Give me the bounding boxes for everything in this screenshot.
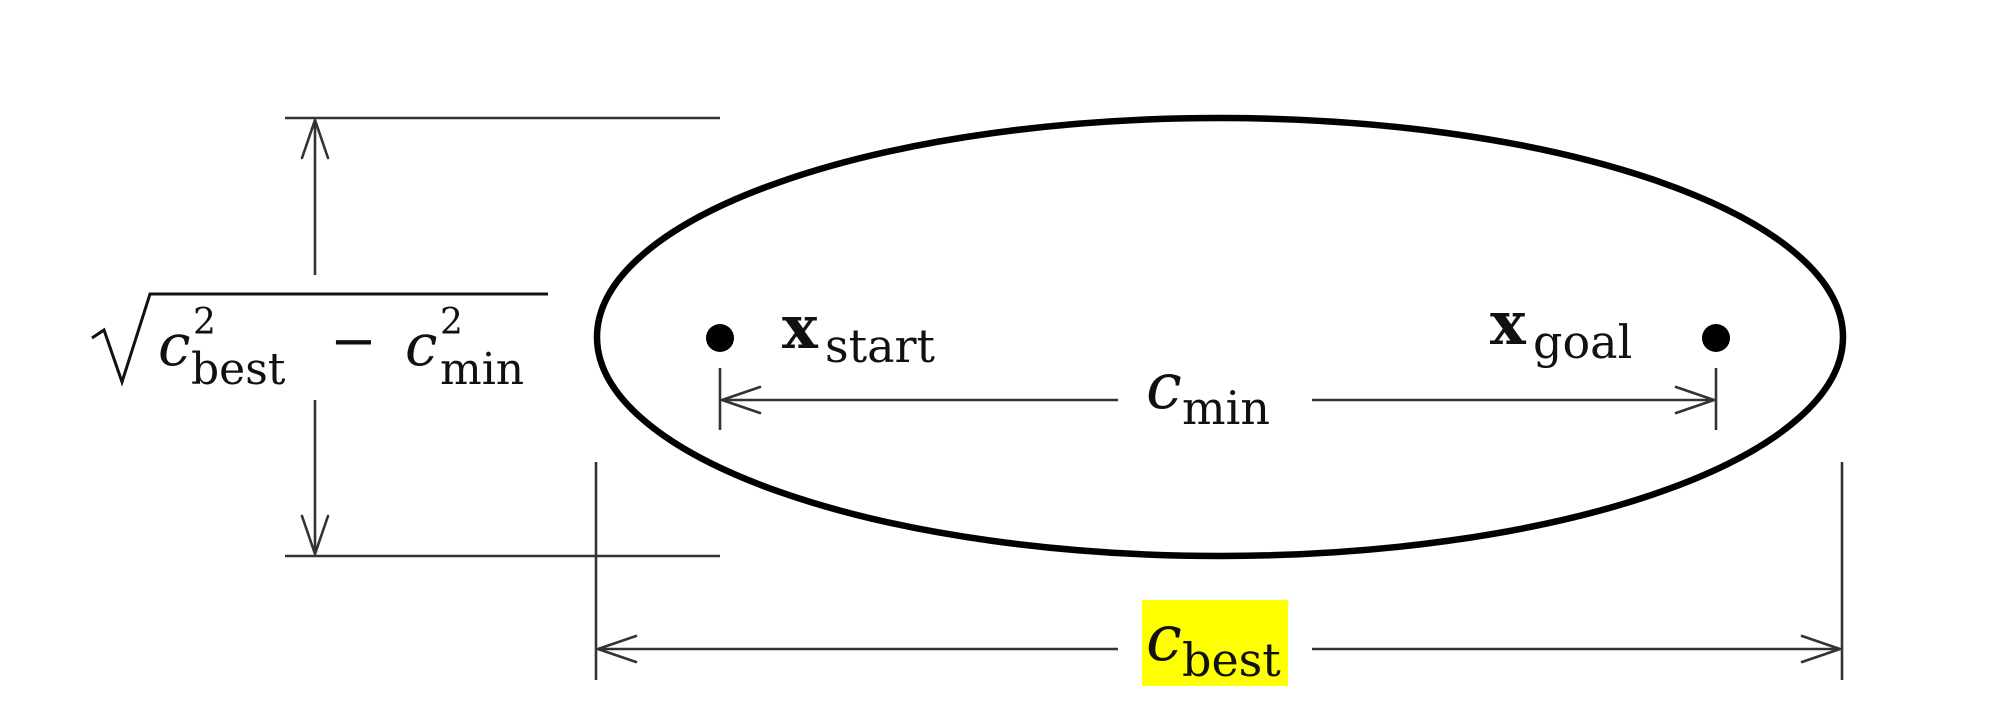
sqrt-c-best: c (158, 311, 190, 379)
svg-text:x: x (782, 293, 819, 363)
svg-text:min: min (1182, 381, 1270, 435)
c-best-label: c best (1142, 600, 1288, 687)
sqrt-c-min: c (405, 311, 437, 379)
arrowhead-left (596, 634, 638, 664)
sqrt-c-best-sub: best (191, 344, 286, 395)
start-point (706, 324, 734, 352)
svg-text:c: c (158, 311, 190, 379)
informed-ellipse (593, 114, 1847, 560)
svg-text:c: c (1146, 602, 1182, 676)
vertical-dimension-arrow (300, 118, 330, 556)
c-best-highlight (1142, 600, 1288, 686)
arrowhead-right (1800, 634, 1842, 664)
radical-sign (91, 292, 548, 387)
svg-text:goal: goal (1533, 315, 1632, 369)
sqrt-minus-sign: − (330, 309, 377, 374)
c-best-dimension (594, 462, 1844, 680)
sqrt-c-best-sup: 2 (193, 302, 216, 343)
x-start-label: x start (782, 293, 936, 373)
svg-text:x: x (1490, 289, 1527, 359)
svg-text:c: c (1146, 350, 1182, 424)
sqrt-c-min-sub: min (440, 344, 524, 395)
svg-text:start: start (825, 319, 936, 373)
arrowhead-right (1674, 385, 1716, 415)
c-min-label: c min (1146, 350, 1270, 435)
c-min-dimension (718, 368, 1718, 430)
sqrt-c-min-sup: 2 (440, 302, 463, 343)
arrowhead-down (300, 514, 330, 556)
goal-point (1702, 324, 1730, 352)
svg-text:best: best (1182, 633, 1281, 687)
arrowhead-left (720, 385, 762, 415)
sqrt-label: c 2 best − c 2 min (91, 292, 548, 395)
arrowhead-up (300, 118, 330, 160)
x-goal-label: x goal (1490, 289, 1632, 369)
